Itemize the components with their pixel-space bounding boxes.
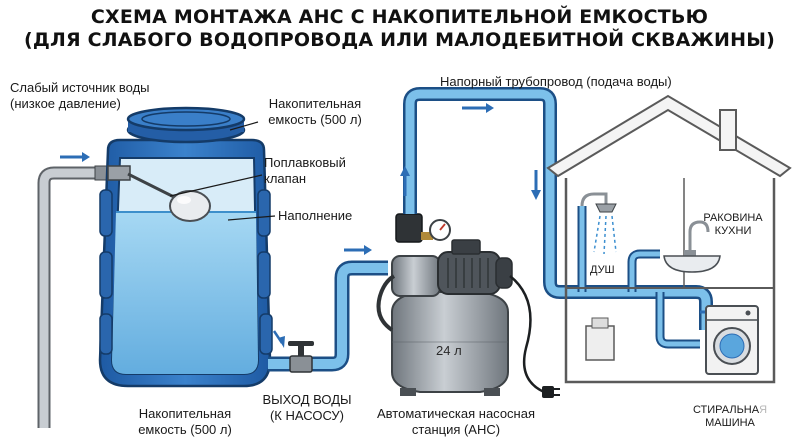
float-valve-label: Поплавковый клапан (264, 155, 346, 186)
plug-icon (542, 386, 560, 398)
flow-arrow-icon (60, 152, 90, 162)
source-pipe (37, 165, 108, 428)
flow-arrow-icon (462, 103, 494, 113)
label-leader-lines (169, 121, 276, 221)
shower-label: ДУШ (590, 264, 615, 276)
pressure-gauge-icon (421, 219, 451, 241)
tank-top-label: Накопительная емкость (500 л) (268, 96, 362, 127)
pressure-pipe (403, 87, 713, 349)
flow-arrow-icon (531, 170, 541, 200)
accumulator-volume-label: 24 л (436, 343, 462, 358)
washer-label: СТИРАЛЬНАЯ МАШИНА (692, 404, 768, 429)
shower-head-icon (580, 192, 617, 255)
washing-machine-icon (705, 305, 759, 375)
flow-arrow-icon (400, 166, 410, 196)
flow-arrow-icon (344, 245, 372, 255)
flow-arrow-icon (272, 330, 285, 348)
faucet-icon (663, 220, 721, 273)
tank-bottom-label: Накопительная емкость (500 л) (138, 406, 232, 437)
sink-label: РАКОВИНА КУХНИ (703, 212, 763, 237)
filling-label: Наполнение (278, 208, 353, 223)
pump-station (376, 213, 545, 396)
storage-tank (98, 106, 273, 388)
source-label: Слабый источник воды (низкое давление) (10, 80, 150, 111)
outlet-pipe (268, 260, 388, 373)
diagram-title-line1: СХЕМА МОНТАЖА АНС С НАКОПИТЕЛЬНОЙ ЕМКОСТ… (90, 6, 709, 28)
pressure-line-label: Напорный трубопровод (подача воды) (440, 74, 672, 89)
outlet-label: ВЫХОД ВОДЫ (К НАСОСУ) (262, 392, 352, 423)
cabinet (585, 317, 615, 361)
house (546, 94, 792, 384)
diagram-title-line2: (ДЛЯ СЛАБОГО ВОДОПРОВОДА ИЛИ МАЛОДЕБИТНО… (24, 29, 775, 51)
station-label: Автоматическая насосная станция (АНС) (376, 406, 536, 437)
